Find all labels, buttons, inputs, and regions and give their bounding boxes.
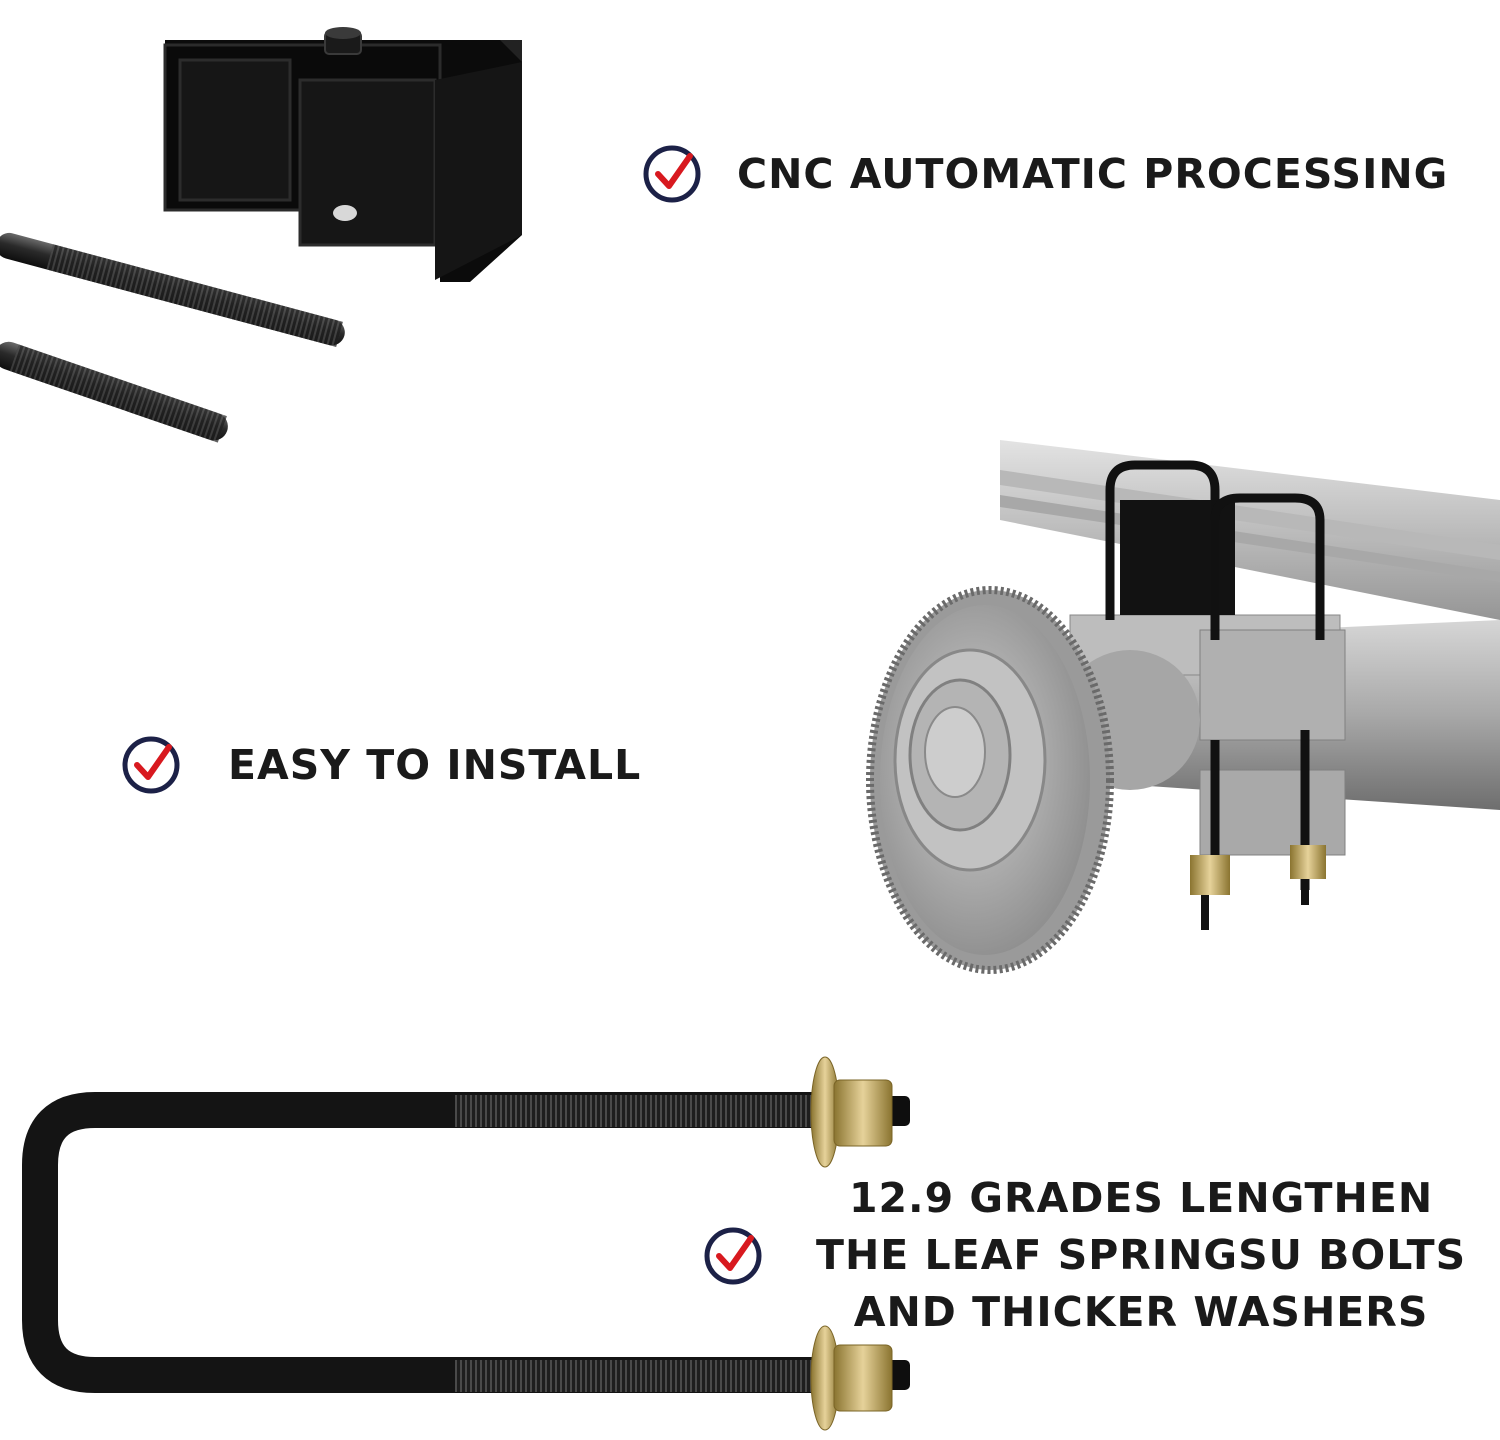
lift-block (163, 27, 522, 282)
axle-assembly (866, 440, 1500, 974)
u-bolt (22, 1056, 910, 1431)
feature-grade-line-2: THE LEAF SPRINGSU BOLTS (816, 1231, 1467, 1279)
threaded-rods (0, 232, 345, 443)
feature-install-text: EASY TO INSTALL (228, 741, 642, 789)
feature-grade-bolts: 12.9 GRADES LENGTHEN THE LEAF SPRINGSU B… (702, 1170, 1466, 1341)
feature-grade-line-1: 12.9 GRADES LENGTHEN (848, 1174, 1434, 1222)
feature-cnc-text: CNC AUTOMATIC PROCESSING (737, 150, 1449, 198)
check-circle-icon (122, 736, 180, 794)
check-circle-icon (643, 145, 701, 203)
feature-grade-line-3: AND THICKER WASHERS (853, 1288, 1429, 1336)
feature-cnc-processing: CNC AUTOMATIC PROCESSING (641, 143, 1448, 205)
check-circle-icon (704, 1227, 762, 1284)
feature-grade-text: 12.9 GRADES LENGTHEN THE LEAF SPRINGSU B… (816, 1170, 1466, 1341)
feature-easy-install: EASY TO INSTALL (120, 734, 641, 796)
